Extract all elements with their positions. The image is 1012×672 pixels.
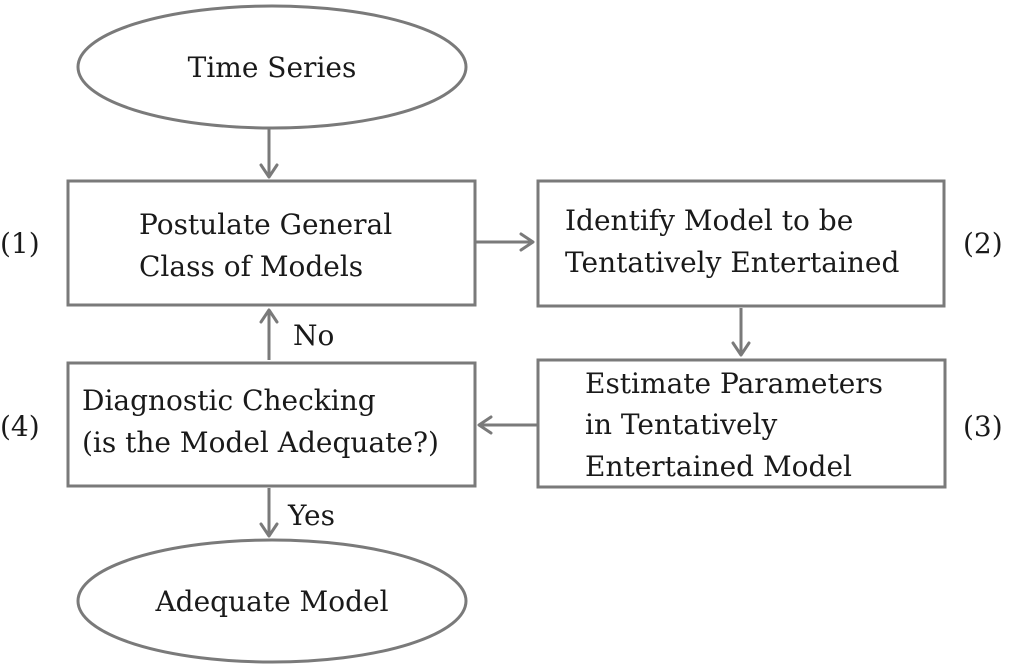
step-number-4: (4) <box>0 410 40 443</box>
terminal-ellipse <box>76 4 468 130</box>
arrowhead-start-to-postulate <box>259 163 279 179</box>
arrowhead-estimate-to-diagnostic <box>477 415 493 435</box>
edge-label-no: No <box>293 319 334 352</box>
step-number-2: (2) <box>963 227 1003 260</box>
arrowhead-diagnostic-to-postulate <box>259 308 279 324</box>
node-label-line: Tentatively Entertained <box>565 246 900 279</box>
node-adequate-model: Adequate Model <box>76 538 468 664</box>
process-box <box>66 179 477 307</box>
node-label: Time Series <box>188 51 357 84</box>
node-postulate: Postulate General Class of Models <box>66 179 477 307</box>
node-label-line: Diagnostic Checking <box>82 384 376 417</box>
node-identify: Identify Model to be Tentatively Enterta… <box>536 179 946 308</box>
node-time-series: Time Series <box>76 4 468 130</box>
step-number-1: (1) <box>0 227 40 260</box>
terminal-ellipse <box>76 538 468 664</box>
node-label-line: Estimate Parameters <box>585 367 883 400</box>
node-label: Adequate Model <box>154 585 388 618</box>
process-box <box>66 361 477 488</box>
node-label-line: Postulate General <box>139 208 392 241</box>
node-label-line: Entertained Model <box>585 450 852 483</box>
connectors <box>259 128 751 538</box>
process-box <box>536 179 946 308</box>
node-label-line: (is the Model Adequate?) <box>82 426 439 459</box>
arrowhead-diagnostic-to-end <box>259 522 279 538</box>
arrowhead-postulate-to-identify <box>519 232 535 252</box>
node-estimate: Estimate Parameters in Tentatively Enter… <box>536 358 947 489</box>
process-box <box>536 358 947 489</box>
node-label-line: in Tentatively <box>585 408 777 441</box>
node-label-line: Class of Models <box>139 250 363 283</box>
step-number-3: (3) <box>963 410 1003 443</box>
arrowhead-identify-to-estimate <box>731 341 751 357</box>
node-label-line: Identify Model to be <box>565 204 853 237</box>
node-diagnostic: Diagnostic Checking (is the Model Adequa… <box>66 361 477 488</box>
edge-label-yes: Yes <box>287 499 335 532</box>
